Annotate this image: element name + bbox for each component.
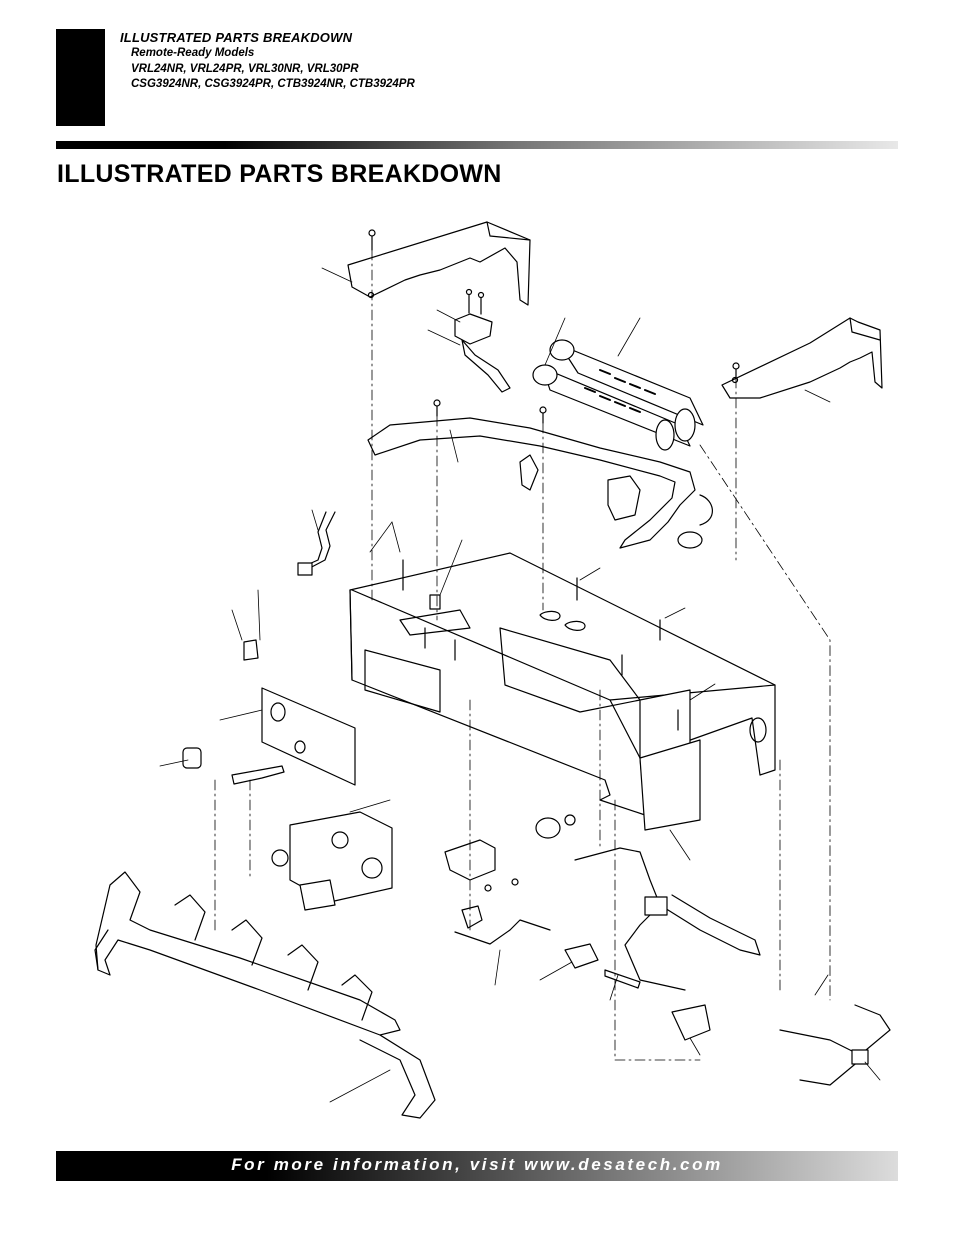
control-knob-icon: [535, 814, 576, 839]
control-panel-icon: [261, 687, 356, 786]
heat-shield-right-icon: [721, 317, 883, 399]
header-divider: [56, 141, 898, 149]
exploded-parts-diagram: [94, 221, 891, 1119]
models-list-1: VRL24NR, VRL24PR, VRL30NR, VRL30PR: [131, 63, 359, 75]
log-grate-icon: [94, 871, 436, 1119]
models-heading: Remote-Ready Models: [131, 47, 255, 59]
gas-tubing-icon: [454, 847, 891, 1086]
mounting-bracket-icon: [444, 839, 519, 929]
burner-tube-icon: [367, 417, 713, 549]
page-title: ILLUSTRATED PARTS BREAKDOWN: [57, 160, 502, 188]
wire-harness-icon: [297, 511, 336, 576]
footer-website-text: For more information, visit www.desatech…: [231, 1155, 723, 1174]
section-title: ILLUSTRATED PARTS BREAKDOWN: [120, 30, 353, 45]
footer-bar: For more information, visit www.desatech…: [56, 1151, 898, 1181]
gas-valve-icon: [271, 811, 393, 911]
section-tab-marker: [56, 29, 105, 126]
regulator-icon: [564, 943, 711, 1041]
heat-shield-left-icon: [347, 221, 531, 306]
burner-base-icon: [349, 552, 776, 831]
screw-icon: [368, 229, 740, 424]
piezo-igniter-icon: [182, 639, 285, 785]
pilot-assembly-icon: [454, 288, 511, 393]
ceramic-burner-logs-icon: [532, 339, 704, 451]
models-list-2: CSG3924NR, CSG3924PR, CTB3924NR, CTB3924…: [131, 78, 415, 90]
